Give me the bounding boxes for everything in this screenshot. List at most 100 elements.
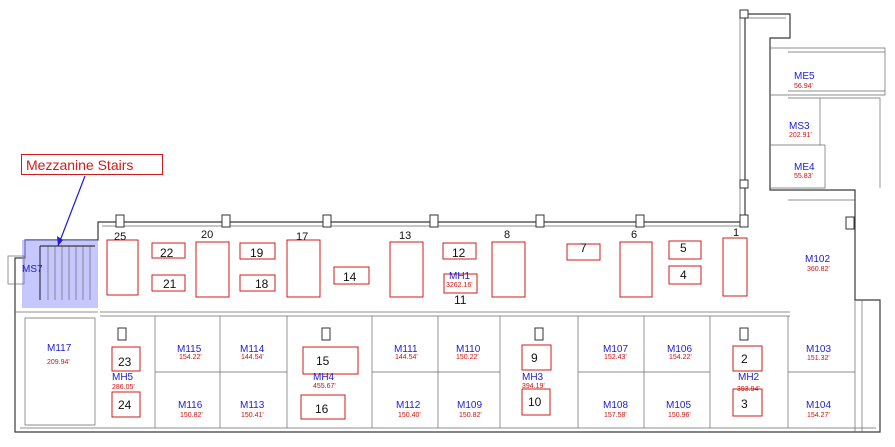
booth-label: 11 <box>454 293 467 307</box>
booth-11-outline[interactable] <box>443 273 478 294</box>
room-name[interactable]: MS7 <box>22 264 43 275</box>
room-name[interactable]: M111 <box>394 344 418 355</box>
building-walls <box>14 13 886 433</box>
booth-22-outline[interactable] <box>151 242 186 259</box>
room-area: 150.40' <box>398 412 421 419</box>
room-name[interactable]: ME5 <box>794 71 815 82</box>
room-name[interactable]: MH4 <box>313 372 335 383</box>
room-name[interactable]: M106 <box>667 344 692 355</box>
booth-label: 13 <box>399 230 411 242</box>
booth-label: 4 <box>680 268 687 282</box>
room-area: 394.19' <box>522 383 545 390</box>
room-name[interactable]: M115 <box>177 344 202 355</box>
room-area: 152.43' <box>604 354 627 361</box>
room-name[interactable]: M112 <box>396 400 421 411</box>
room-area: 202.91' <box>789 132 812 139</box>
booth-10-outline[interactable] <box>521 388 551 416</box>
booth-label: 7 <box>580 241 587 255</box>
room-area: 157.58' <box>604 412 627 419</box>
booth-23-outline[interactable] <box>111 346 141 372</box>
booth-4-outline[interactable] <box>668 265 702 285</box>
booth-19-outline[interactable] <box>239 242 276 260</box>
booth-8-outline[interactable] <box>491 241 526 298</box>
booth-17-outline[interactable] <box>286 239 321 298</box>
booth-14-outline[interactable] <box>333 266 370 285</box>
room-area: 154.27' <box>807 412 830 419</box>
booth-label: 16 <box>315 402 329 416</box>
room-area: 154.22' <box>669 354 692 361</box>
room-name[interactable]: M103 <box>806 344 831 355</box>
room-name[interactable]: MH5 <box>112 372 134 383</box>
booths <box>106 237 763 420</box>
booth-16-outline[interactable] <box>300 394 346 420</box>
booth-label: 1 <box>733 227 739 239</box>
booth-label: 3 <box>741 397 748 411</box>
booth-3-outline[interactable] <box>732 388 763 417</box>
room-area: 154.22' <box>179 354 202 361</box>
booth-label: 24 <box>118 398 132 412</box>
booth-5-outline[interactable] <box>668 240 702 260</box>
mezzanine-stairs-highlight[interactable] <box>22 240 98 308</box>
booth-label: 20 <box>201 229 213 241</box>
booth-7-outline[interactable] <box>566 243 601 261</box>
room-area: 3262.16' <box>446 282 473 289</box>
room-area: 150.22' <box>456 354 479 361</box>
west-stair-door <box>7 255 25 285</box>
booth-20-outline[interactable] <box>195 241 230 298</box>
booth-9-outline[interactable] <box>521 344 552 371</box>
booth-label: 5 <box>680 241 687 255</box>
booth-21-outline[interactable] <box>151 274 186 292</box>
columns <box>115 9 855 341</box>
room-name[interactable]: M104 <box>806 400 831 411</box>
room-area: 286.05' <box>112 384 135 391</box>
room-name[interactable]: M105 <box>666 400 691 411</box>
room-area: 56.94' <box>794 83 813 90</box>
booth-25-outline[interactable] <box>106 239 139 296</box>
booth-label: 8 <box>504 229 510 241</box>
room-area: 150.96' <box>668 412 691 419</box>
room-name[interactable]: ME4 <box>794 162 815 173</box>
booth-15-outline[interactable] <box>302 346 359 375</box>
booth-labels: 25 22 21 20 19 18 17 14 13 12 11 8 7 6 5… <box>114 227 748 416</box>
room-name[interactable]: M116 <box>178 400 203 411</box>
room-area: 150.41' <box>241 412 264 419</box>
room-area: 455.67' <box>313 383 336 390</box>
mezzanine-stairs-callout[interactable]: Mezzanine Stairs <box>21 154 163 175</box>
room-name[interactable]: M109 <box>457 400 482 411</box>
booth-label: 23 <box>118 355 132 369</box>
booth-label: 14 <box>343 270 357 284</box>
room-name[interactable]: MS3 <box>789 121 810 132</box>
booth-6-outline[interactable] <box>619 241 653 298</box>
booth-2-outline[interactable] <box>732 345 763 372</box>
booth-label: 12 <box>452 246 466 260</box>
room-name[interactable]: M108 <box>603 400 628 411</box>
room-name[interactable]: MH1 <box>449 271 471 282</box>
booth-label: 17 <box>296 231 308 243</box>
room-name[interactable]: M117 <box>47 343 72 354</box>
room-name[interactable]: M114 <box>240 344 265 355</box>
booth-13-outline[interactable] <box>389 241 424 298</box>
booth-1-outline[interactable] <box>722 237 748 297</box>
room-area: 209.94' <box>47 359 70 366</box>
room-area: 360.82' <box>807 266 830 273</box>
booth-12-outline[interactable] <box>442 242 477 260</box>
room-labels: M117 209.94' MH5 286.05' M115 154.22' M1… <box>22 71 831 419</box>
room-name[interactable]: M102 <box>805 254 830 265</box>
room-name[interactable]: MH3 <box>522 372 544 383</box>
booth-24-outline[interactable] <box>111 391 141 418</box>
stair-treads <box>39 245 95 300</box>
room-area: 144.54' <box>395 354 418 361</box>
room-name[interactable]: M107 <box>603 344 628 355</box>
room-area: 55.83' <box>794 173 813 180</box>
callout-arrow-head <box>57 236 63 246</box>
room-name[interactable]: M110 <box>456 344 481 355</box>
room-area: 151.32' <box>807 355 830 362</box>
room-name[interactable]: MH2 <box>738 372 760 383</box>
callout-arrow <box>57 175 86 247</box>
booth-label: 15 <box>316 354 330 368</box>
booth-18-outline[interactable] <box>239 274 276 292</box>
room-area: 150.82' <box>459 412 482 419</box>
room-name[interactable]: M113 <box>240 400 265 411</box>
booth-label: 22 <box>160 246 174 260</box>
